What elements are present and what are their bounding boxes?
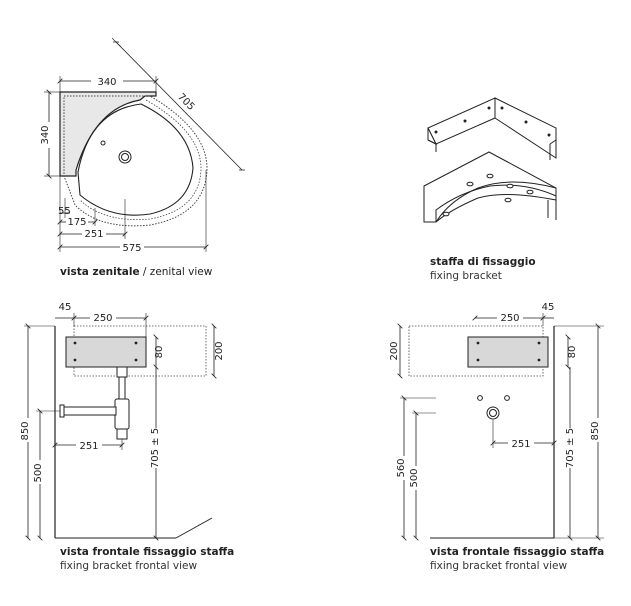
dim-45-right: 45 [542,302,555,313]
zenital-caption-rest: / zenital view [139,266,213,278]
dim-705-diagonal: 705 [175,92,196,113]
dim-340-left: 340 [40,125,51,144]
front-left-caption-sub: fixing bracket frontal view [60,560,198,572]
bracket-caption-title: staffa di fissaggio [430,256,536,268]
front-right-caption-sub: fixing bracket frontal view [430,560,568,572]
dim-80-left: 80 [154,346,165,359]
dim-251-left: 251 [79,441,98,452]
front-view-left: 45 250 80 200 850 500 251 705 ± 5 [20,302,225,538]
dim-560-right: 560 [396,458,407,477]
dim-250-left: 250 [93,313,112,324]
dim-575: 575 [122,243,141,254]
tap-hole [100,140,106,146]
dim-500-right: 500 [409,468,420,487]
zenital-view: 340 340 705 55 175 251 575 [40,37,242,254]
basin-outline [63,95,208,227]
dim-80-right: 80 [567,346,578,359]
dim-705-left: 705 ± 5 [150,428,161,468]
drain-hole [118,150,132,164]
dim-45-left: 45 [59,302,72,313]
dim-500-left: 500 [33,463,44,482]
dim-200-right: 200 [389,341,400,360]
dim-200-left: 200 [214,341,225,360]
dim-250-right: 250 [500,313,519,324]
zenital-view-caption: vista zenitale / zenital view [60,266,212,278]
dim-850-right: 850 [590,421,601,440]
fixing-bracket-illustration [423,97,557,223]
dim-340-top: 340 [97,77,116,88]
dim-175: 175 [67,217,86,228]
dim-251-right: 251 [511,439,530,450]
bracket-caption-sub: fixing bracket [430,270,502,282]
dim-705-right: 705 ± 5 [565,428,576,468]
front-left-caption-title: vista frontale fissaggio staffa [60,546,235,558]
front-view-right: 45 250 80 200 560 500 251 705 ± 5 [389,302,604,538]
dim-251-top: 251 [84,229,103,240]
front-right-caption-title: vista frontale fissaggio staffa [430,546,605,558]
drain-outlet [486,406,500,420]
zenital-caption-bold: vista zenitale [60,266,140,278]
dim-850-left: 850 [20,421,31,440]
dim-55: 55 [58,206,71,217]
